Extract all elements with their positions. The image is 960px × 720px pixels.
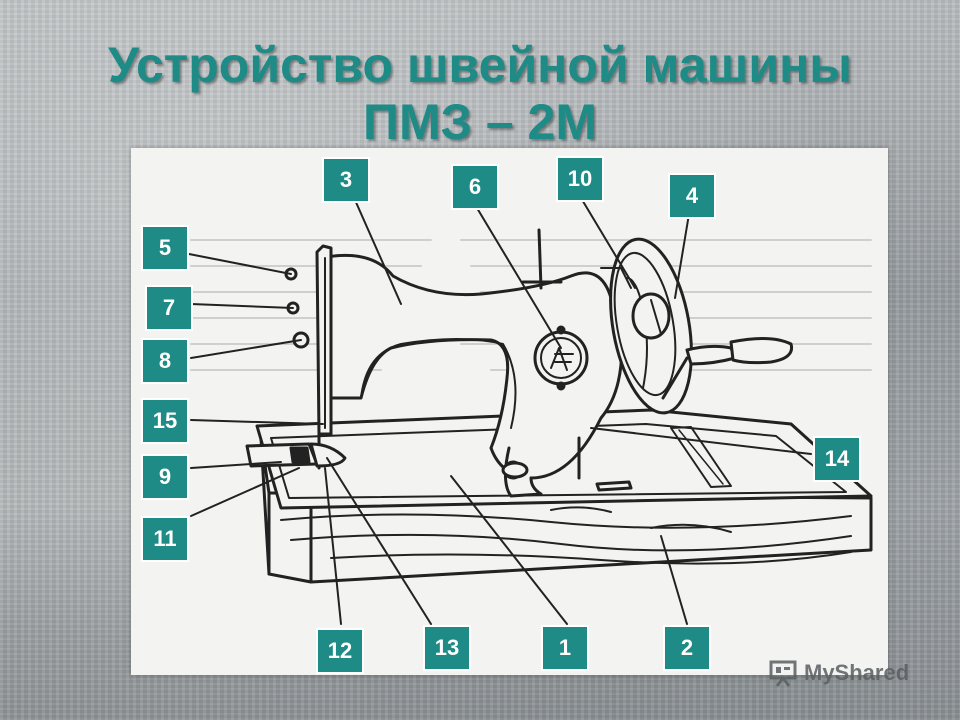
callout-3: 3 — [322, 157, 370, 203]
callout-2: 2 — [663, 625, 711, 671]
callout-10: 10 — [556, 156, 604, 202]
watermark-text: MyShared — [804, 660, 909, 686]
callout-8: 8 — [141, 338, 189, 384]
presentation-board-icon — [768, 659, 798, 687]
callout-6: 6 — [451, 164, 499, 210]
callout-1: 1 — [541, 625, 589, 671]
callout-11: 11 — [141, 516, 189, 562]
callout-4: 4 — [668, 173, 716, 219]
watermark: MyShared — [768, 656, 909, 690]
callout-9: 9 — [141, 454, 189, 500]
callout-15: 15 — [141, 398, 189, 444]
slide-subtitle: ПМЗ – 2М — [0, 95, 960, 149]
callout-14: 14 — [813, 436, 861, 482]
sewing-machine-drawing — [131, 148, 888, 675]
spool-pin — [539, 230, 541, 288]
callout-13: 13 — [423, 625, 471, 671]
slide-title: Устройство швейной машины — [0, 38, 960, 92]
callout-7: 7 — [145, 285, 193, 331]
callout-12: 12 — [316, 628, 364, 674]
callout-5: 5 — [141, 225, 189, 271]
sewing-machine-figure — [131, 148, 888, 675]
handwheel — [598, 233, 791, 420]
bobbin-cover — [503, 463, 527, 477]
